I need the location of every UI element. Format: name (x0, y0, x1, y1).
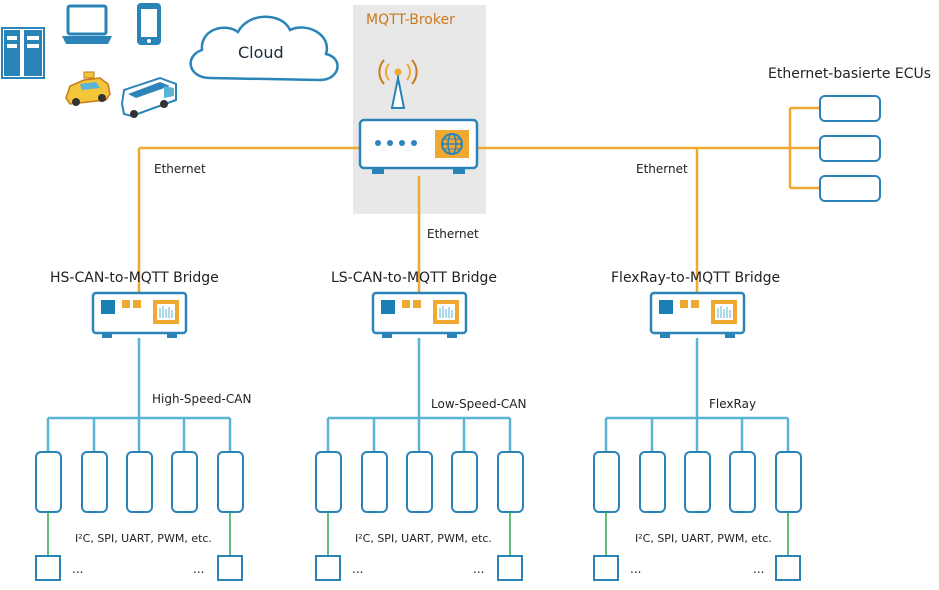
ecu-node (35, 451, 62, 513)
peripherals-label-flexray: I²C, SPI, UART, PWM, etc. (635, 532, 772, 545)
bridge-title-hs: HS-CAN-to-MQTT Bridge (50, 270, 219, 286)
peripheral-node (497, 555, 523, 581)
smartphone-icon (137, 3, 161, 45)
bridge-title-flexray: FlexRay-to-MQTT Bridge (611, 270, 781, 286)
ecu-node (775, 451, 802, 513)
ethernet-ecu (819, 175, 881, 202)
ellipsis-right-ls: ... (473, 562, 485, 576)
peripheral-node (217, 555, 243, 581)
ellipsis-right-hs: ... (193, 562, 205, 576)
peripheral-node (35, 555, 61, 581)
ecu-node (315, 451, 342, 513)
peripheral-lines (47, 512, 789, 556)
bus-label-hs: High-Speed-CAN (152, 392, 252, 406)
peripheral-node (315, 555, 341, 581)
peripheral-node (775, 555, 801, 581)
router-icon (358, 59, 479, 174)
ecu-node (406, 451, 433, 513)
ellipsis-left-ls: ... (352, 562, 364, 576)
ellipsis-right-flexray: ... (753, 562, 765, 576)
bus-ecus (35, 451, 802, 513)
ecu-node (171, 451, 198, 513)
antenna-icon (394, 68, 402, 76)
bridges (91, 291, 746, 338)
ecu-node (639, 451, 666, 513)
bridge-device-flexray (649, 291, 746, 338)
peripherals (35, 555, 801, 581)
ethernet-lines (137, 106, 820, 293)
peripherals-label-hs: I²C, SPI, UART, PWM, etc. (75, 532, 212, 545)
ecu-node (361, 451, 388, 513)
ecu-node (126, 451, 153, 513)
ethernet-link-label-center: Ethernet (427, 227, 479, 241)
ecu-node (684, 451, 711, 513)
cloud-icon (189, 15, 339, 82)
bus-label-flexray: FlexRay (709, 397, 757, 411)
bus-lines (46, 338, 790, 452)
peripheral-node (593, 555, 619, 581)
bridge-device-hs (91, 291, 188, 338)
bus-icon (120, 76, 177, 118)
bus-label-ls: Low-Speed-CAN (431, 397, 527, 411)
ecu-node (217, 451, 244, 513)
ethernet-ecus (819, 95, 881, 202)
ethernet-link-label-right: Ethernet (636, 162, 688, 176)
bridge-title-ls: LS-CAN-to-MQTT Bridge (331, 270, 498, 286)
server-icon (1, 27, 45, 79)
bridge-device-ls (371, 291, 468, 338)
ecu-node (593, 451, 620, 513)
ecu-node (497, 451, 524, 513)
ecu-node (729, 451, 756, 513)
taxi-icon (65, 71, 111, 106)
ecu-node (451, 451, 478, 513)
ellipsis-left-hs: ... (72, 562, 84, 576)
ethernet-ecu (819, 95, 881, 122)
cloud-label: Cloud (238, 43, 284, 62)
ethernet-ecu (819, 135, 881, 162)
ellipsis-left-flexray: ... (630, 562, 642, 576)
ethernet-ecus-title: Ethernet-basierte ECUs (768, 66, 932, 82)
broker-title: MQTT-Broker (366, 12, 455, 28)
laptop-icon (62, 4, 112, 44)
ecu-node (81, 451, 108, 513)
peripherals-label-ls: I²C, SPI, UART, PWM, etc. (355, 532, 492, 545)
ethernet-link-label-left: Ethernet (154, 162, 206, 176)
